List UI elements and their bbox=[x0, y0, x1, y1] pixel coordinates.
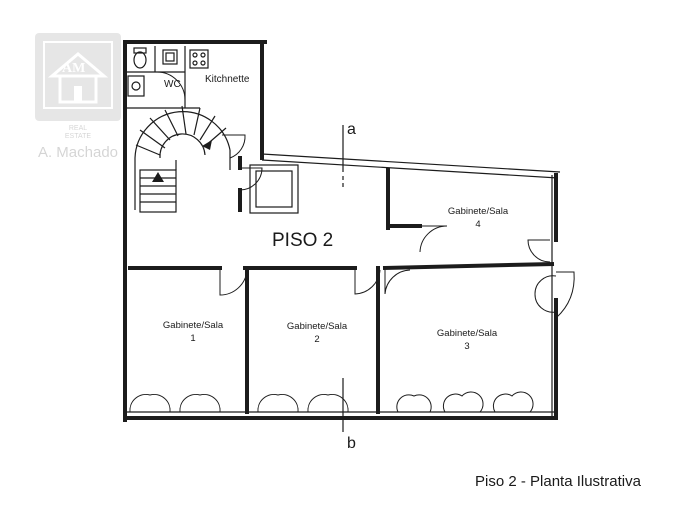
elevator-shaft bbox=[249, 164, 299, 214]
room-label-kitchenette: Kitchnette bbox=[205, 74, 250, 85]
arrow-icon bbox=[202, 140, 212, 150]
arrow-up-icon bbox=[152, 172, 164, 182]
room-label-2-number: 2 bbox=[314, 334, 319, 345]
section-label-b: b bbox=[347, 435, 356, 452]
floor-label: PISO 2 bbox=[272, 230, 333, 251]
svg-text:AM: AM bbox=[62, 61, 85, 76]
room-label-3-number: 3 bbox=[464, 341, 469, 352]
toilet-icon bbox=[133, 47, 147, 69]
room-label-4-name: Gabinete/Sala bbox=[448, 206, 509, 217]
room-label-2-name: Gabinete/Sala bbox=[287, 321, 348, 332]
window-arches bbox=[129, 391, 534, 413]
section-label-a: a bbox=[347, 121, 356, 138]
room-label-1-name: Gabinete/Sala bbox=[163, 320, 224, 331]
room-label-1-number: 1 bbox=[190, 333, 195, 344]
plan-caption: Piso 2 - Planta Ilustrativa bbox=[475, 473, 642, 490]
house-icon: AM bbox=[43, 41, 113, 109]
logo-brand: A. Machado bbox=[38, 144, 118, 161]
door-swings bbox=[219, 134, 575, 319]
watermark-logo: AM REAL ESTATE A. Machado bbox=[35, 33, 121, 161]
service-area: WC Kitchnette bbox=[125, 46, 250, 109]
staircase bbox=[134, 105, 231, 213]
outer-walls bbox=[123, 40, 561, 422]
room-label-4-number: 4 bbox=[475, 219, 480, 230]
stove-icon bbox=[189, 49, 209, 69]
washbasin-icon bbox=[127, 75, 145, 97]
interior-walls bbox=[128, 156, 555, 414]
room-label-wc: WC bbox=[164, 79, 181, 90]
room-label-3-name: Gabinete/Sala bbox=[437, 328, 498, 339]
section-line: a b bbox=[342, 121, 356, 452]
sink-icon bbox=[162, 49, 178, 65]
logo-line-2: ESTATE bbox=[65, 133, 92, 140]
logo-line-1: REAL bbox=[69, 125, 87, 132]
